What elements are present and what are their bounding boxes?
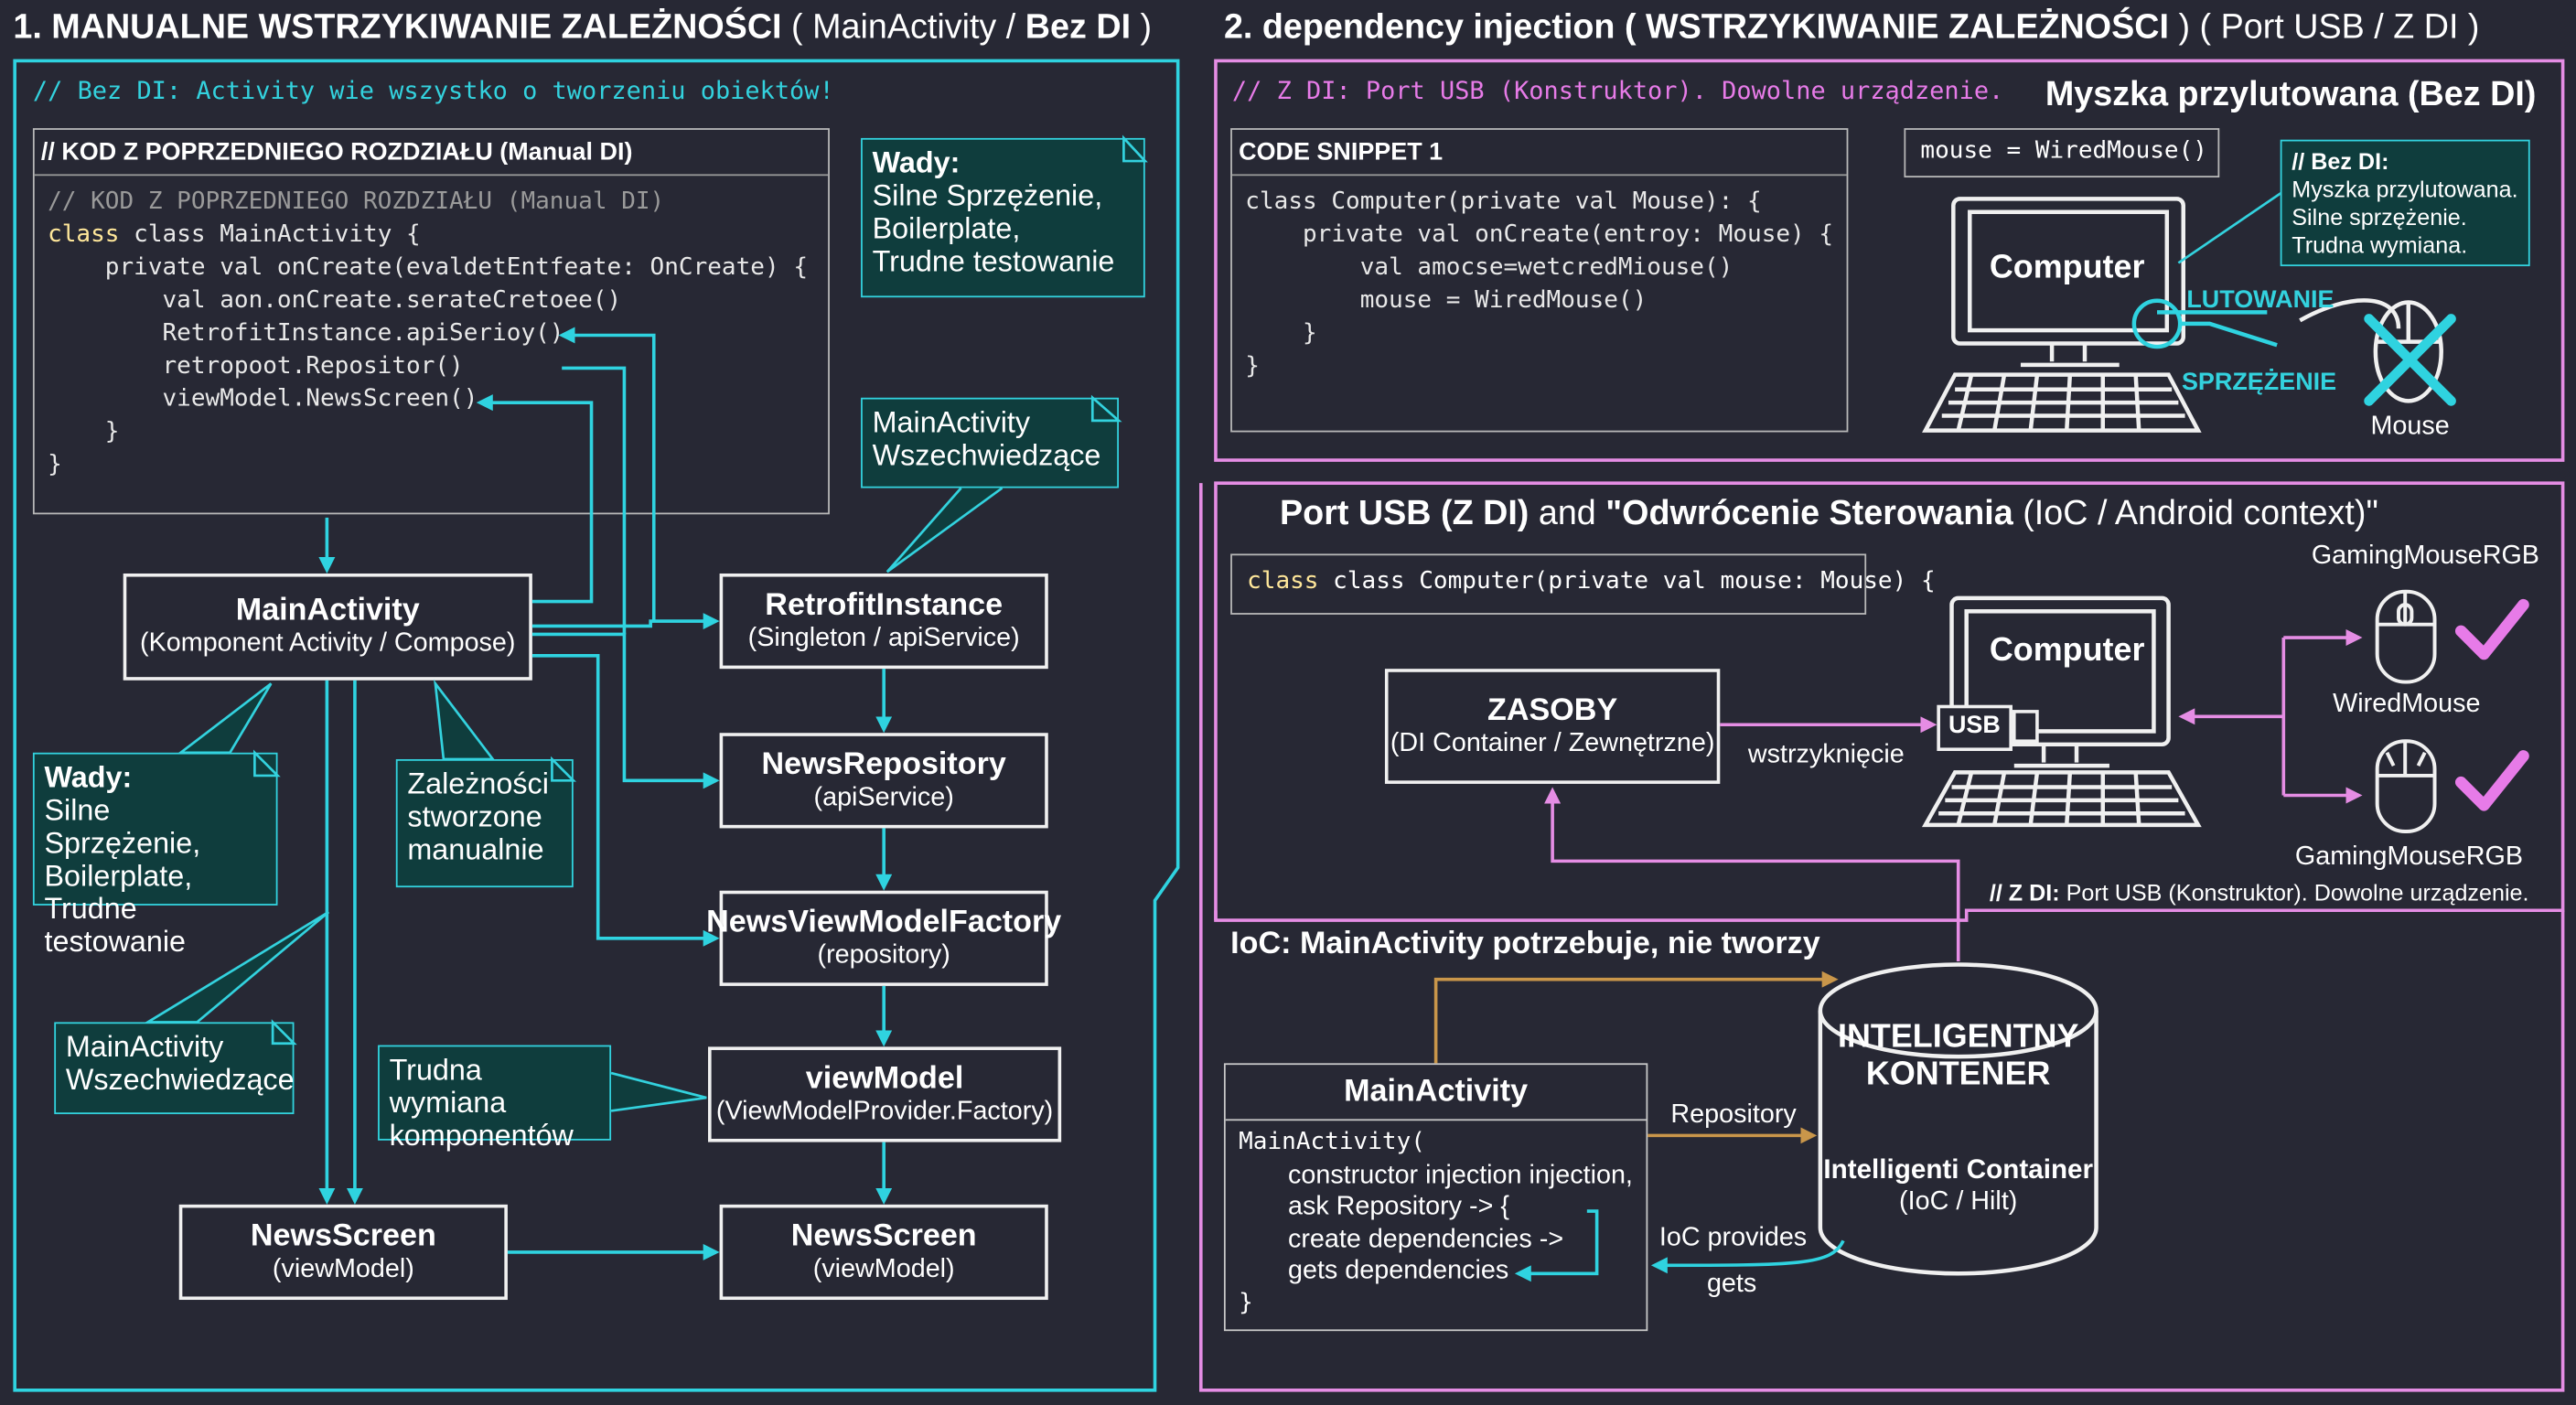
code-line: private val onCreate(evaldetEntfeate: On… xyxy=(48,254,809,282)
computer-mid-label: Computer xyxy=(1989,632,2145,670)
retrofit-box: RetrofitInstance (Singleton / apiService… xyxy=(719,573,1048,670)
computer-top-label: Computer xyxy=(1989,250,2145,286)
news-screen-left-box: NewsScreen (viewModel) xyxy=(178,1204,508,1301)
code-line: viewModel.NewsScreen() xyxy=(48,386,478,413)
ioc-title: IoC: MainActivity potrzebuje, nie tworzy xyxy=(1230,927,1820,961)
note-all-knowing-right: MainActivity Wszechwiedzące xyxy=(861,397,1120,488)
ioc-main-activity-box: MainActivity MainActivity( constructor i… xyxy=(1223,1063,1648,1332)
resources-box: ZASOBY (DI Container / Zewnętrzne) xyxy=(1384,669,1721,784)
right-title: 2. dependency injection ( WSTRZYKIWANIE … xyxy=(1223,7,2480,47)
code-line: class Computer(private val Mouse): { xyxy=(1245,188,1762,216)
container-sub1: Intelligenti Container xyxy=(1823,1154,2094,1185)
viewmodel-factory-box: NewsViewModelFactory (repository) xyxy=(706,890,1061,986)
main-activity-box: MainActivity (Komponent Activity / Compo… xyxy=(123,573,532,681)
code-line: } xyxy=(48,419,120,445)
ioc-provides-label: IoC provides xyxy=(1658,1224,1808,1252)
note-manual-deps: Zależności stworzone manualnie xyxy=(395,758,574,888)
code-line: // KOD Z POPRZEDNIEGO ROZDZIAŁU (Manual … xyxy=(48,188,665,216)
inject-label: wstrzyknięcie xyxy=(1747,741,1905,769)
code-line: } xyxy=(1245,353,1260,380)
note-drawbacks-left: Wady: Silne Sprzężenie, Boilerplate, Tru… xyxy=(32,752,278,958)
gaming-mouse-top-label: GamingMouseRGB xyxy=(2311,542,2539,571)
right-comment: // Z DI: Port USB (Konstruktor). Dowolne… xyxy=(1231,75,2004,105)
code-line: RetrofitInstance.apiSerioy() xyxy=(48,320,564,348)
snippet-code: class Computer(private val Mouse): { pri… xyxy=(1232,176,1847,392)
code-line: private val onCreate(entroy: Mouse) { xyxy=(1245,221,1834,249)
label-soldering: LUTOWANIE xyxy=(2186,285,2334,315)
news-repository-box: NewsRepository (apiService) xyxy=(719,733,1048,829)
code-line: } xyxy=(48,452,62,478)
container-sub2: (IoC / Hilt) xyxy=(1899,1187,2018,1217)
left-title: 1. MANUALNE WSTRZYKIWANIE ZALEŻNOŚCI ( M… xyxy=(13,7,1153,47)
left-comment: // Bez DI: Activity wie wszystko o tworz… xyxy=(32,75,834,105)
news-screen-right-box: NewsScreen (viewModel) xyxy=(719,1204,1048,1301)
note-hard-swap: Trudna wymiana komponentów xyxy=(378,1045,612,1152)
note-all-knowing-left: MainActivity Wszechwiedzące xyxy=(54,1022,295,1115)
code-line: } xyxy=(1245,320,1317,348)
ioc-main-code: MainActivity( constructor injection inje… xyxy=(1239,1129,1633,1316)
gaming-mouse-bottom-label: GamingMouseRGB xyxy=(2294,842,2523,872)
snippet-title: CODE SNIPPET 1 xyxy=(1231,130,1847,177)
snippet-box: CODE SNIPPET 1 class Computer(private va… xyxy=(1230,128,1849,433)
usb-port-label: USB xyxy=(1948,711,2001,740)
ioc-main-title: MainActivity xyxy=(1225,1065,1647,1121)
gets-label: gets xyxy=(1706,1270,1757,1299)
left-code-title: // KOD Z POPRZEDNIEGO ROZDZIAŁU (Manual … xyxy=(34,130,829,177)
note-drawbacks-top: Wady: Silne Sprzężenie, Boilerplate, Tru… xyxy=(861,137,1145,298)
usb-section-title: Port USB (Z DI) and "Odwrócenie Sterowan… xyxy=(1280,494,2378,533)
soldered-note: // Bez DI: Myszka przylutowana. Silne sp… xyxy=(2280,139,2530,267)
code-line: class class MainActivity { xyxy=(48,221,421,249)
container-title: INTELIGENTNY KONTENER xyxy=(1837,1018,2079,1093)
mouse-assign-box: mouse = WiredMouse() xyxy=(1904,128,2220,178)
code-line: mouse = WiredMouse() xyxy=(1245,287,1648,315)
wired-mouse-label: WiredMouse xyxy=(2333,690,2481,719)
code-line: val amocse=wetcredMiouse() xyxy=(1245,254,1733,282)
repository-label: Repository xyxy=(1670,1100,1797,1130)
label-coupling: SPRZĘŻENIE xyxy=(2181,368,2337,396)
left-code-box: // KOD Z POPRZEDNIEGO ROZDZIAŁU (Manual … xyxy=(32,128,830,515)
left-code: // KOD Z POPRZEDNIEGO ROZDZIAŁU (Manual … xyxy=(35,176,828,491)
soldered-title: Myszka przylutowana (Bez DI) xyxy=(2045,75,2537,113)
usb-footer: // Z DI: Port USB (Konstruktor). Dowolne… xyxy=(1989,879,2529,906)
code-line: retropoot.Repositor() xyxy=(48,353,464,380)
usb-code-line: class class Computer(private val mouse: … xyxy=(1230,553,1936,615)
code-line: val aon.onCreate.serateCretoee() xyxy=(48,287,622,315)
viewmodel-box: viewModel (ViewModelProvider.Factory) xyxy=(708,1046,1062,1142)
mouse-label: Mouse xyxy=(2370,412,2450,441)
